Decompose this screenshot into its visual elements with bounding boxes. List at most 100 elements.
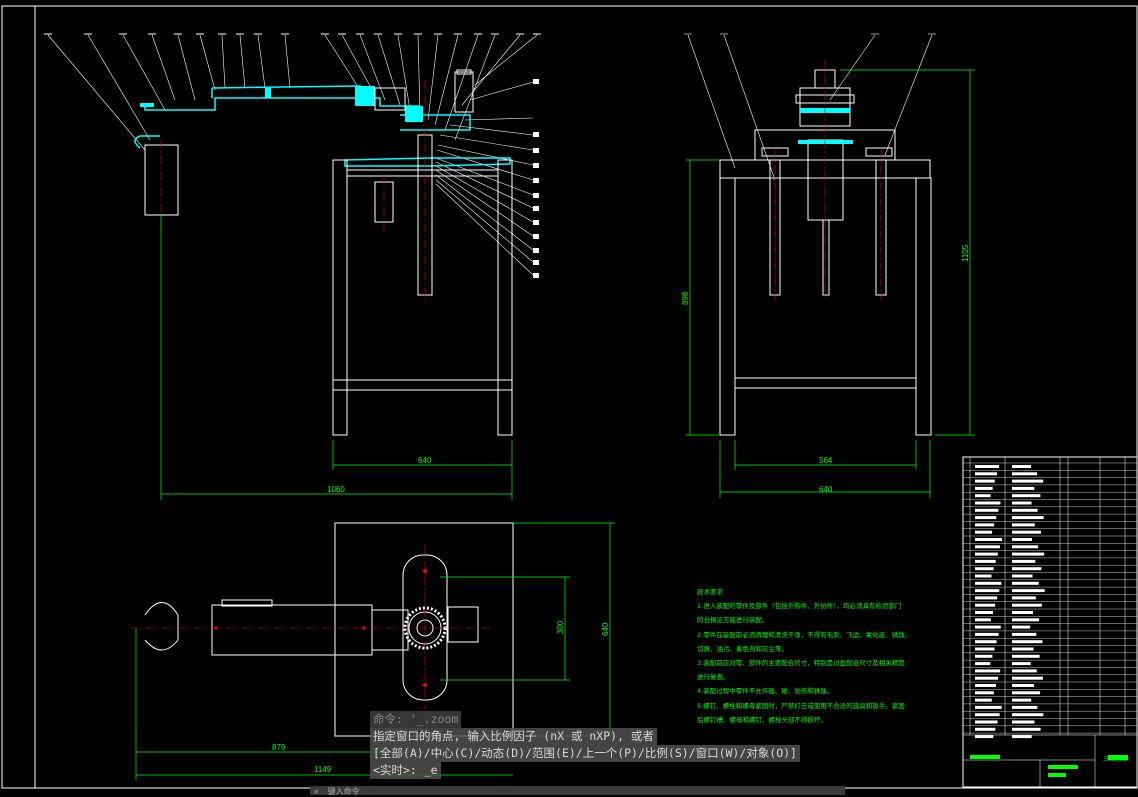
bom-row-text [1012,589,1045,593]
bom-row-text [975,552,998,556]
bom-row-text [975,596,998,600]
tech-req-line: 1.进入装配的零件及部件（包括外购件、外协件），均必须具有检验部门 [697,602,902,611]
bom-row-text [1012,713,1044,717]
bom-row-text [1012,669,1037,673]
bom-row-text [975,589,1000,593]
bom-row-text [975,508,999,512]
command-history-panel: 命令: '_.zoom 指定窗口的角点, 输入比例因子 (nX 或 nXP), … [370,711,830,779]
command-options-line[interactable]: [全部(A)/中心(C)/动态(D)/范围(E)/上一个(P)/比例(S)/窗口… [370,745,800,762]
dim-side-overall: 1060 [327,485,345,494]
bom-row-text [975,581,1002,585]
bom-row-text [975,654,993,658]
bom-row-text [975,618,991,622]
dim-front-width-outer: 640 [819,485,833,494]
bom-row-text [975,603,996,607]
bom-row-text [1012,647,1034,651]
bom-row-text [1012,632,1037,636]
front-view: 564 640 1105 898 [681,33,975,498]
bom-row-text [1012,574,1033,578]
bom-row-text [975,559,996,563]
tech-req-line: 后螺钉槽、螺母和螺钉、螺栓头部不得损坏。 [697,715,827,724]
bom-row-text [1012,691,1041,695]
bom-row-text [1012,662,1031,666]
bom-row-text [975,574,992,578]
bom-row-text [1012,523,1035,527]
tech-req-line: 4.装配过程中零件不允许磕、碰、划伤和锈蚀。 [697,687,834,696]
dim-top-offset: 879 [272,743,286,752]
command-input[interactable]: 键入命令 [327,787,360,796]
command-current-line: <实时>: _e [370,762,441,779]
top-view: 300 640 879 1149 [130,522,615,780]
bom-row-text [975,486,993,490]
bom-row-text [1012,552,1045,556]
tech-req-line: 5.螺钉、螺栓和螺母紧固时，严禁打击或使用不合适的旋具和扳手。紧固 [697,701,905,710]
bom-row-text [1012,720,1035,724]
tech-req-title: 技术要求 [697,588,723,596]
bom-row-text [975,698,992,702]
bom-row-text [1012,479,1044,483]
bom-row-text [1012,705,1038,709]
bom-row-text [1012,508,1038,512]
bom-row-text [975,523,995,527]
bom-row-text [1012,603,1042,607]
drawing-frame [1,5,1138,789]
bom-row-text [975,611,993,614]
dim-side-width: 640 [418,456,432,465]
bom-row-text [975,625,1001,629]
bom-row-text [1012,559,1036,563]
tech-req-line: 切屑、油污、着色剂和灰尘等。 [697,644,788,653]
bom-row-text [975,465,999,468]
bom-row-text [975,669,1001,673]
bom-row-text [1012,472,1038,476]
command-input-bar[interactable]: ✕ 键入命令 [310,786,845,796]
bom-row-text [1012,538,1032,541]
bom-row-text [1012,516,1044,520]
bom-row-text [1012,625,1031,629]
bom-row-text [975,632,999,636]
side-view: 640 1060 [44,33,541,500]
bom-row-text [1012,545,1039,549]
bom-row-text [975,538,1002,541]
dim-front-height-2: 898 [681,291,690,305]
bom-row-text [1012,567,1042,571]
bom-row-text [1012,640,1043,644]
close-icon[interactable]: ✕ [314,787,319,796]
bom-row-text [1012,684,1034,687]
bom-row-text [975,479,995,483]
bom-row-text [1012,581,1039,585]
bom-row-text [1012,618,1040,622]
bom-row-text [1012,676,1043,680]
bom-row-text [975,713,1000,717]
tech-req-line: 3.装配前应对零、部件的主要配合尺寸，特别是过盈配合尺寸及相关精度 [697,659,905,668]
bom-row-text [975,501,1001,505]
bom-row-text [1012,530,1041,534]
bom-row-text [1012,465,1031,468]
bom-row-text [975,727,996,731]
bom-row-text [975,516,997,520]
dim-top-overall: 1149 [314,765,332,774]
bom-row-text [1012,494,1041,498]
bom-row-text [1012,735,1032,739]
bom-row-text [1012,727,1041,731]
bom-row-text [975,705,1002,709]
bom-row-text [975,640,997,644]
bom-row-text [1012,486,1035,490]
bom-row-text [975,662,991,666]
tech-req-line: 的合格证方能进行装配。 [697,616,769,625]
drawing-name: 三维总图 [1103,756,1128,763]
bom-row-text [975,735,994,739]
dim-front-height: 1105 [961,244,970,262]
bom-row-text [975,472,997,476]
dim-top-width: 640 [601,622,610,636]
bom-row-text [975,684,996,687]
tech-req-line: 2.零件在装配前必须清理和清洗干净，不得有毛刺、飞边、氧化皮、锈蚀、 [697,630,912,639]
bom-row-text [975,647,995,651]
bom-row-text [975,691,994,695]
bom-row-text [1012,501,1032,505]
command-prompt-line: 指定窗口的角点, 输入比例因子 (nX 或 nXP), 或者 [370,728,657,745]
dim-top-depth: 300 [556,620,565,634]
dim-front-width-inner: 564 [819,456,833,465]
tech-req-line: 进行复查。 [697,673,730,682]
bom-row-text [1012,654,1040,658]
